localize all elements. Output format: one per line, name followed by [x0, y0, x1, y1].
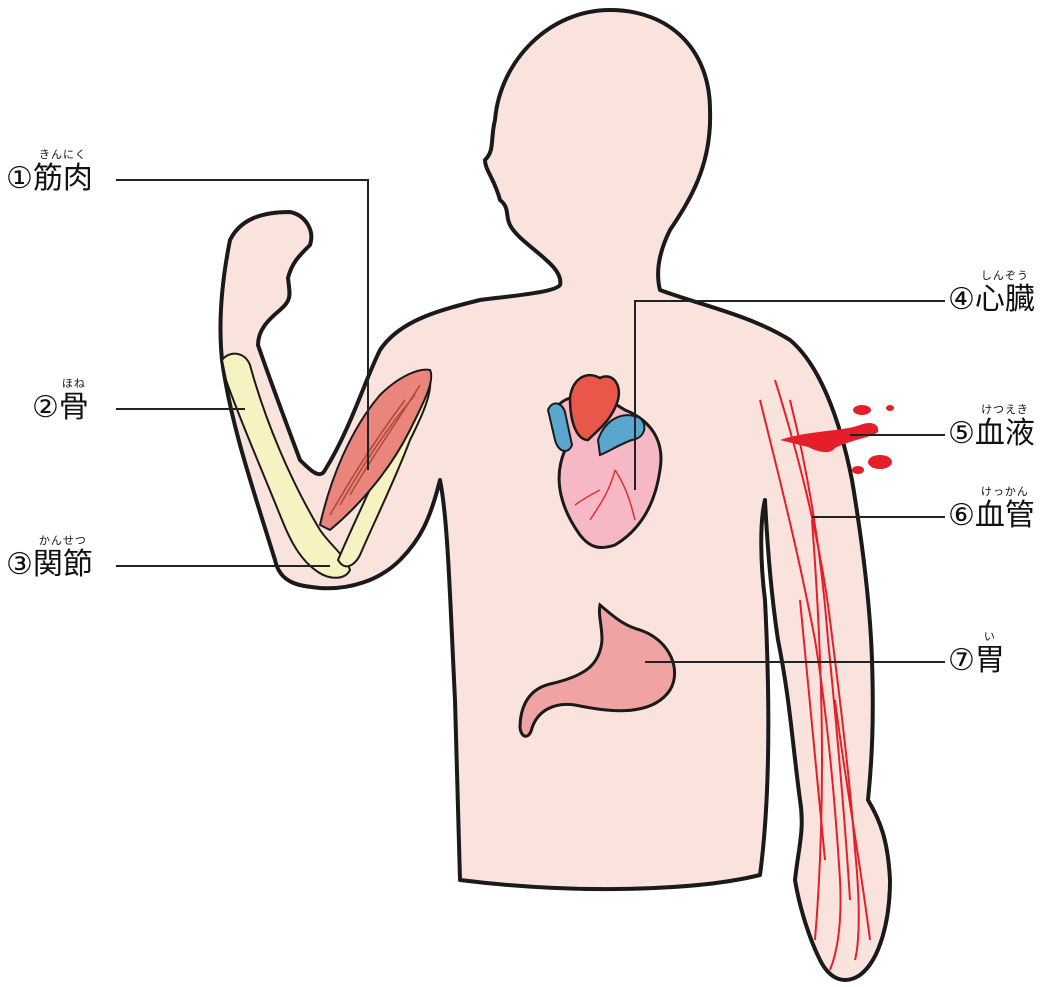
label-bone: ② ほね 骨 — [32, 393, 89, 423]
label-term: い 胃 — [975, 646, 1005, 676]
label-number: ⑦ — [948, 646, 975, 676]
label-text: 血液 — [975, 416, 1035, 451]
label-reading: けつえき — [981, 404, 1029, 415]
label-reading: きんにく — [39, 149, 87, 160]
label-reading: けっかん — [981, 486, 1029, 497]
label-vessel: ⑥ けっかん 血管 — [948, 501, 1035, 531]
body-silhouette — [220, 10, 890, 980]
label-reading: い — [984, 631, 996, 642]
label-number: ⑥ — [948, 501, 975, 531]
label-text: 関節 — [33, 547, 93, 582]
label-term: しんぞう 心臓 — [975, 285, 1035, 315]
label-number: ① — [6, 164, 33, 194]
label-number: ③ — [6, 550, 33, 580]
label-term: けつえき 血液 — [975, 419, 1035, 449]
label-joint: ③ かんせつ 関節 — [6, 550, 93, 580]
label-term: きんにく 筋肉 — [33, 164, 93, 194]
label-heart: ④ しんぞう 心臓 — [948, 285, 1035, 315]
label-term: かんせつ 関節 — [33, 550, 93, 580]
label-text: 血管 — [975, 498, 1035, 533]
label-text: 骨 — [59, 390, 89, 425]
label-text: 心臓 — [975, 282, 1035, 317]
label-term: けっかん 血管 — [975, 501, 1035, 531]
label-reading: ほね — [62, 378, 86, 389]
label-stomach: ⑦ い 胃 — [948, 646, 1005, 676]
label-reading: かんせつ — [39, 535, 87, 546]
label-number: ④ — [948, 285, 975, 315]
label-reading: しんぞう — [981, 270, 1029, 281]
label-term: ほね 骨 — [59, 393, 89, 423]
label-text: 筋肉 — [33, 161, 93, 196]
label-blood: ⑤ けつえき 血液 — [948, 419, 1035, 449]
label-text: 胃 — [975, 643, 1005, 678]
label-number: ⑤ — [948, 419, 975, 449]
label-number: ② — [32, 393, 59, 423]
label-muscle: ① きんにく 筋肉 — [6, 164, 93, 194]
